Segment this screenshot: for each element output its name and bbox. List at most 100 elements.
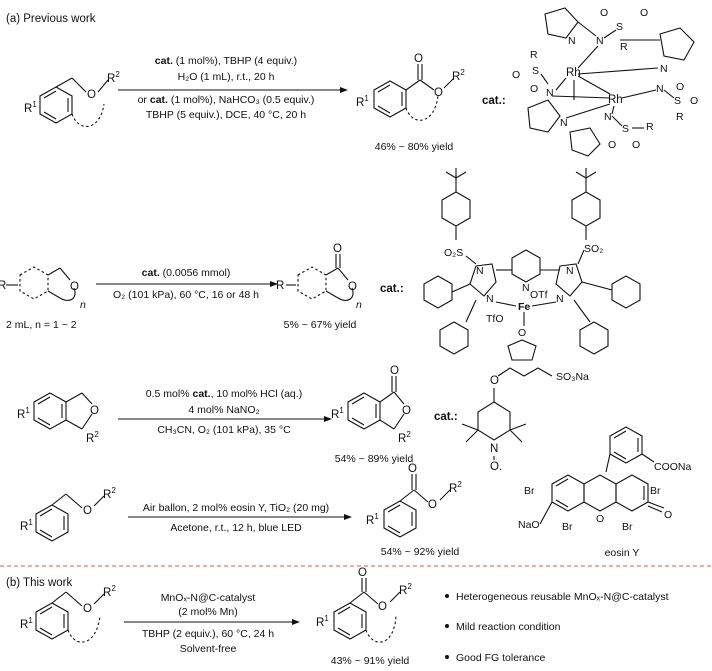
svg-text:O: O	[640, 7, 648, 19]
row4-prod-o: O	[428, 499, 437, 511]
rh-atom-2: Rh	[608, 94, 623, 106]
row2-cond-line1: cat. (0.0056 mmol)	[142, 267, 231, 279]
row5-bullet-list: Heterogeneous reusable MnOₓ-N@C-catalyst…	[445, 591, 669, 664]
row3-yield: 54% ~ 89% yield	[335, 453, 414, 465]
row3-sm-r2: R2	[86, 430, 99, 445]
eosin-y-name: eosin Y	[605, 547, 640, 559]
row2-amount-note: 2 mL, n = 1 ~ 2	[6, 319, 77, 331]
rh-atom-1: Rh	[566, 67, 581, 79]
row5-cond-line1: MnOₓ-N@C-catalyst	[161, 592, 256, 604]
svg-text:N: N	[568, 35, 576, 47]
row2-cond-line2: O₂ (101 kPa), 60 °C, 16 or 48 h	[113, 289, 259, 301]
row5-product: O R1 O R2 43% ~ 91% yield	[316, 567, 412, 667]
row5-sm-r1: R1	[20, 616, 33, 631]
row1-prod-r2: R2	[452, 68, 465, 83]
row3-prod-o: O	[402, 405, 411, 417]
row1-conditions: cat. (1 mol%), TBHP (4 equiv.) H₂O (1 mL…	[118, 55, 348, 121]
svg-text:NaO: NaO	[518, 519, 540, 531]
row5-bullet-2: Mild reaction condition	[456, 621, 561, 633]
row4-sm-r1: R1	[20, 518, 33, 533]
row4-cond-line1: Air ballon, 2 mol% eosin Y, TiO₂ (20 mg)	[143, 502, 329, 514]
svg-text:N: N	[560, 117, 568, 129]
svg-text:N: N	[490, 443, 498, 455]
svg-text:S: S	[616, 21, 623, 33]
eosin-y-structure: COONa O Br Br NaO Br Br O eosin Y	[518, 426, 692, 559]
row3-product: O R1 O R2 54% ~ 89% yield	[331, 365, 413, 465]
row5-prod-r1: R1	[316, 614, 329, 629]
svg-text:O: O	[690, 95, 698, 107]
section-a-title: (a) Previous work	[6, 13, 96, 25]
row2-product: R O O n 5% ~ 67% yield	[276, 243, 362, 331]
row4-prod-r1: R1	[366, 512, 379, 527]
svg-text:N: N	[604, 111, 612, 123]
row4-starting-material: R1 O R2	[20, 486, 116, 542]
row5-bullet-3: Good FG tolerance	[456, 652, 545, 664]
row1-cat-label: cat.:	[482, 95, 506, 107]
row2-fe-catalyst-structure: O₂S N N N Fe OTf TfO O N N SO₂	[423, 168, 641, 361]
svg-text:O: O	[600, 7, 608, 19]
svg-text:N: N	[476, 265, 484, 277]
row2-prod-r: R	[276, 280, 284, 292]
row2-prod-carbonyl-o: O	[333, 243, 342, 255]
row5-cond-line3: TBHP (2 equiv.), 60 °C, 24 h	[142, 628, 274, 640]
row5-starting-material: R1 O R2	[20, 584, 116, 643]
svg-text:S: S	[622, 123, 629, 135]
row3-conditions: 0.5 mol% cat., 10 mol% HCl (aq.) 4 mol% …	[118, 388, 332, 436]
so3na-label: SO₃Na	[556, 371, 589, 383]
row4-sm-o: O	[83, 505, 92, 517]
row1-product: O R1 O R2 46% ~ 80% yield	[356, 53, 465, 153]
svg-text:R: R	[676, 111, 684, 123]
row1-cond-line1: cat. (1 mol%), TBHP (4 equiv.)	[155, 55, 297, 67]
row5-bullet-1: Heterogeneous reusable MnOₓ-N@C-catalyst	[456, 591, 669, 603]
row4-sm-r2: R2	[103, 486, 116, 501]
svg-text:S: S	[674, 95, 681, 107]
row5-sm-o: O	[83, 603, 92, 615]
svg-text:O: O	[676, 81, 684, 93]
row3-prod-r2: R2	[398, 430, 411, 445]
svg-text:O: O	[512, 69, 520, 81]
row3-starting-material: R1 O R2	[17, 392, 99, 445]
row3-cond-line3: CH₃CN, O₂ (101 kPa), 35 °C	[157, 424, 291, 436]
row5-prod-o: O	[378, 601, 387, 613]
svg-text:COONa: COONa	[654, 461, 692, 473]
svg-text:O: O	[664, 509, 672, 521]
section-b-title: (b) This work	[6, 577, 72, 589]
row2-cat-label: cat.:	[380, 283, 404, 295]
row1-cond-line3: or cat. (1 mol%), NaHCO₃ (0.5 equiv.)	[138, 94, 315, 106]
row1-starting-material: R1 O R2	[24, 70, 120, 127]
svg-text:N: N	[596, 35, 604, 47]
row2-sm-n: n	[80, 299, 86, 311]
row2-starting-material: R O n 2 mL, n = 1 ~ 2	[0, 266, 86, 331]
row1-sm-oxygen: O	[87, 89, 96, 101]
fe-atom: Fe	[518, 301, 530, 313]
svg-text:O₂S: O₂S	[444, 247, 463, 259]
row3-cond-line1: 0.5 mol% cat., 10 mol% HCl (aq.)	[146, 388, 302, 400]
svg-text:O.: O.	[490, 461, 502, 473]
row4-cond-line2: Acetone, r.t., 12 h, blue LED	[170, 522, 302, 534]
svg-text:R: R	[620, 41, 628, 53]
svg-text:SO₂: SO₂	[584, 243, 603, 255]
row5-cond-line4: Solvent-free	[180, 643, 237, 655]
row3-tempo-catalyst-structure: O SO₃Na N O.	[461, 367, 589, 473]
row2-prod-o: O	[348, 281, 357, 293]
row1-yield: 46% ~ 80% yield	[375, 141, 454, 153]
svg-text:N: N	[486, 293, 494, 305]
svg-text:O: O	[530, 83, 538, 95]
row3-sm-o: O	[90, 405, 99, 417]
row5-sm-r2: R2	[103, 584, 116, 599]
svg-text:N: N	[566, 265, 574, 277]
row5-yield: 43% ~ 91% yield	[331, 655, 410, 667]
row2-prod-n: n	[356, 299, 362, 311]
svg-text:O: O	[596, 513, 604, 525]
svg-text:R: R	[646, 121, 654, 133]
row5-prod-carbonyl-o: O	[358, 567, 367, 579]
svg-text:O: O	[518, 327, 526, 339]
row1-prod-r1: R1	[356, 94, 369, 109]
svg-text:N: N	[660, 63, 668, 75]
svg-text:N: N	[656, 83, 664, 95]
svg-text:O: O	[608, 139, 616, 151]
svg-text:Br: Br	[562, 521, 573, 533]
row4-yield: 54% ~ 92% yield	[381, 546, 460, 558]
svg-text:N: N	[522, 282, 530, 294]
